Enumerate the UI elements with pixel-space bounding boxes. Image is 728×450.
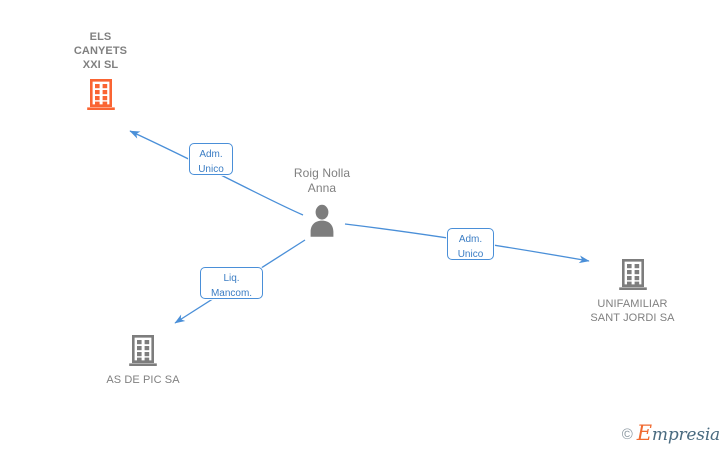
- node-label-els-canyets: ELS CANYETS XXI SL: [73, 31, 128, 71]
- person-name: Roig Nolla Anna: [293, 166, 351, 195]
- building-icon[interactable]: [615, 256, 651, 292]
- edge-label-adm-unico-els-canyets[interactable]: Adm. Unico: [189, 143, 233, 175]
- node-as-de-pic[interactable]: AS DE PIC SA: [88, 332, 198, 387]
- brand-rest: mpresia: [651, 425, 720, 445]
- node-unifamiliar-sant-jordi[interactable]: UNIFAMILIAR SANT JORDI SA: [570, 256, 695, 325]
- building-icon[interactable]: [83, 76, 119, 112]
- person-icon[interactable]: [306, 203, 338, 237]
- node-label-unifamiliar-sant-jordi: UNIFAMILIAR SANT JORDI SA: [590, 298, 675, 324]
- copyright-icon: ©: [621, 426, 633, 443]
- brand-name: Empresia: [637, 423, 720, 445]
- edge-label-adm-unico-unifamiliar[interactable]: Adm. Unico: [447, 228, 494, 260]
- empresia-watermark: © Empresia: [621, 423, 720, 445]
- node-person-roig-nolla-anna[interactable]: Roig Nolla Anna: [272, 166, 372, 237]
- node-els-canyets[interactable]: ELS CANYETS XXI SL: [48, 30, 153, 112]
- building-icon[interactable]: [125, 332, 161, 368]
- brand-initial: E: [636, 421, 652, 445]
- edge-line-els-canyets: [129, 130, 304, 216]
- node-label-as-de-pic: AS DE PIC SA: [106, 374, 180, 386]
- edge-label-liq-mancom-as-de-pic[interactable]: Liq. Mancom.: [200, 267, 263, 299]
